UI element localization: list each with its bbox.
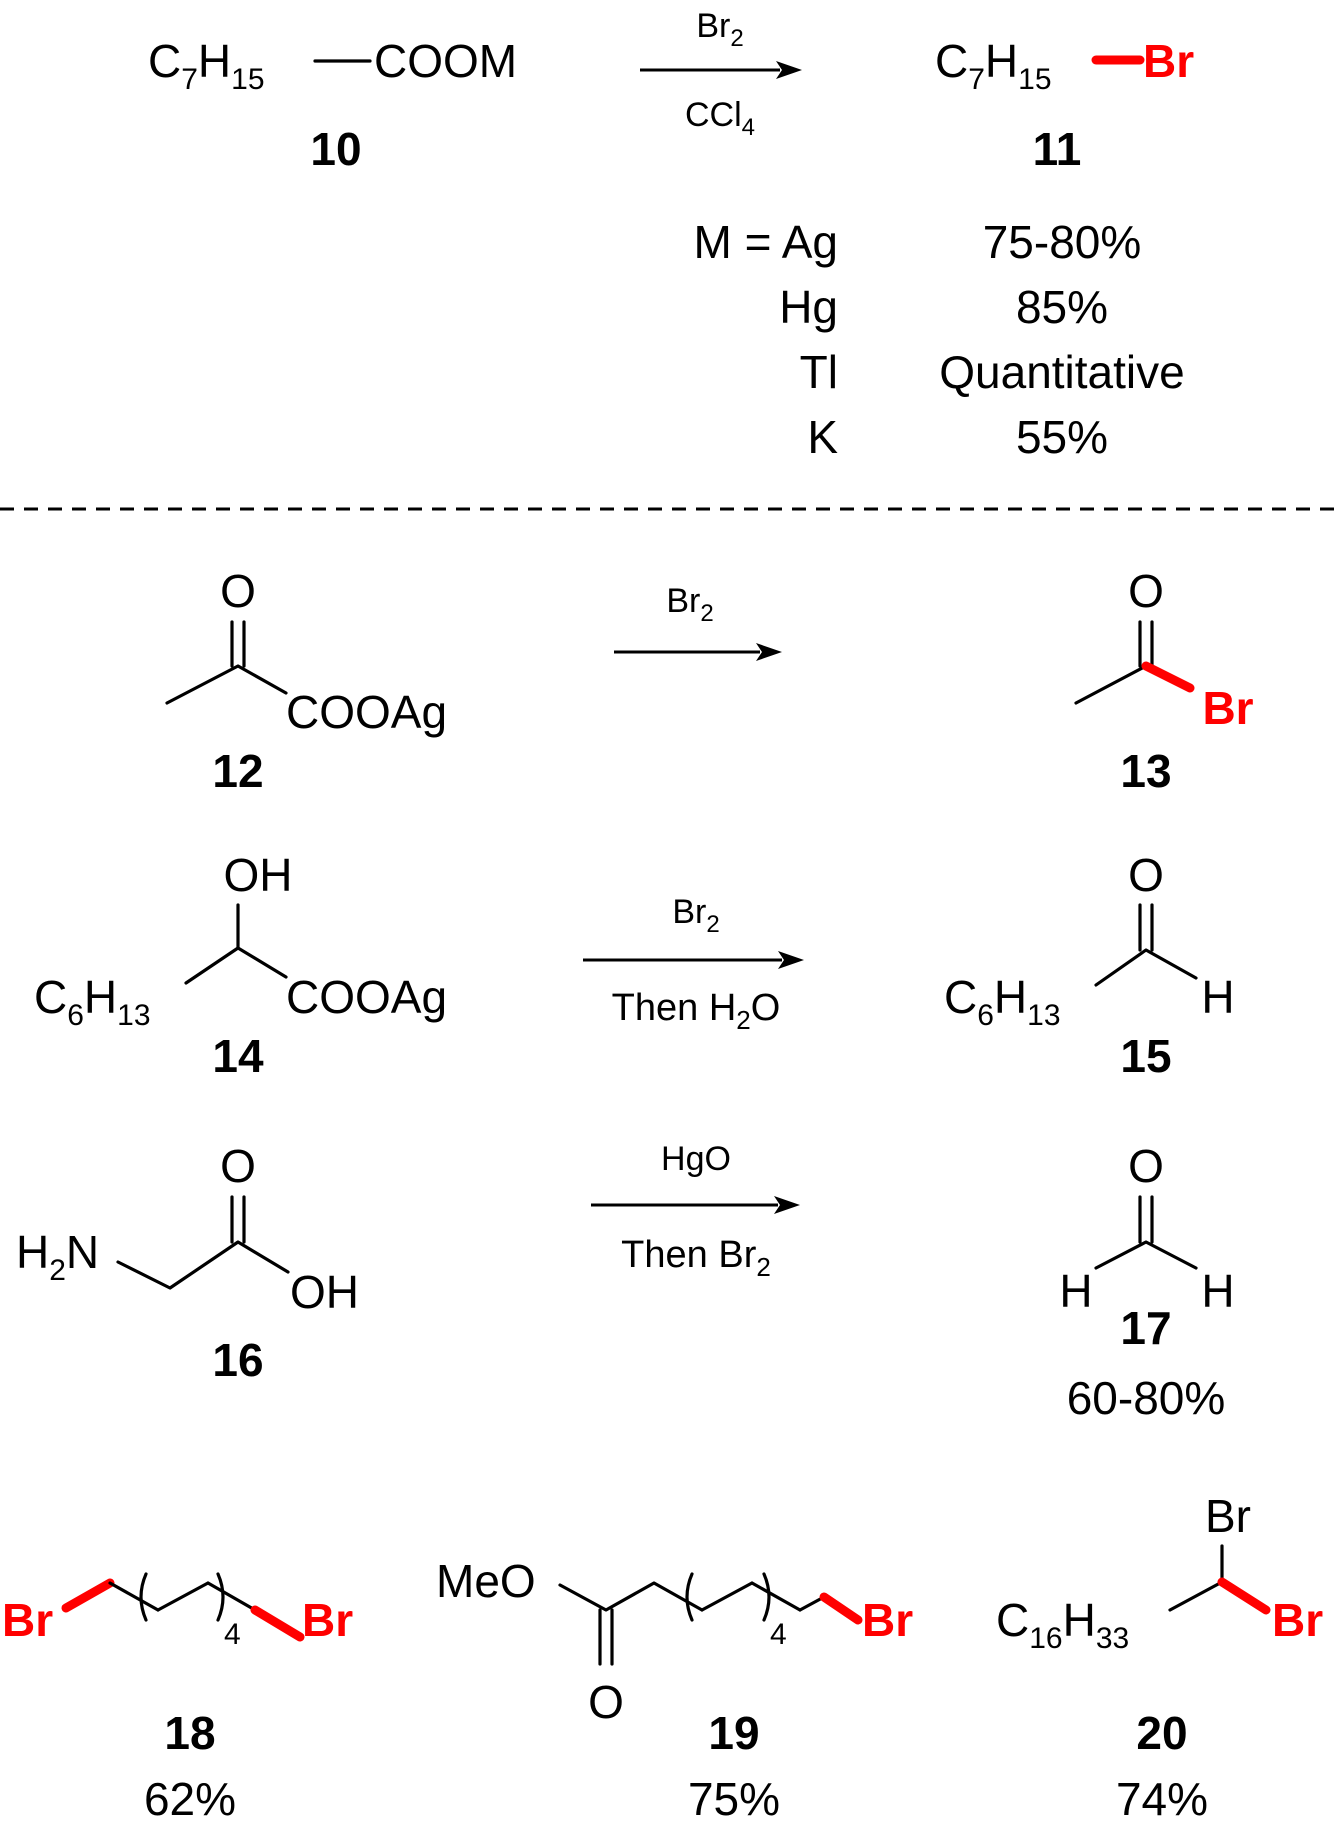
compound-17-label: 17 bbox=[1120, 1302, 1171, 1354]
yield-row-value: 85% bbox=[1016, 281, 1108, 333]
compound-16-hydroxyl: OH bbox=[290, 1266, 359, 1318]
compound-13-bromine: Br bbox=[1202, 682, 1253, 734]
yield-row-value: Quantitative bbox=[939, 346, 1184, 398]
compound-18-bromine-right: Br bbox=[302, 1594, 353, 1646]
compound-12-skeleton bbox=[165, 664, 288, 705]
compound-20-bromine-top: Br bbox=[1205, 1490, 1251, 1542]
yield-row-metal: M = Ag bbox=[694, 216, 838, 268]
compound-18-repeat-bracket-right bbox=[216, 1572, 225, 1622]
compound-19-methoxy: MeO bbox=[436, 1555, 536, 1607]
reaction-3-reagent: Br2 bbox=[672, 893, 719, 938]
yield-row-metal: Tl bbox=[800, 346, 838, 398]
compound-19-repeat-bracket-right bbox=[762, 1572, 771, 1622]
compound-18-bromine-left: Br bbox=[2, 1594, 53, 1646]
reaction-1: C7H15 COOM 10 Br2 CCl4 C7H15 Br 11 bbox=[148, 7, 1194, 175]
compound-18-bond bbox=[108, 1581, 160, 1612]
compound-18-repeat-bracket-left bbox=[139, 1572, 148, 1622]
compound-19-bond bbox=[750, 1581, 802, 1612]
compound-19-carbonyl-oxygen: O bbox=[588, 1676, 624, 1728]
reaction-3: OH C6H13 COOAg 14 Br2 Then H2O O C6H13 H… bbox=[34, 849, 1235, 1082]
compound-19-bromine: Br bbox=[862, 1594, 913, 1646]
compound-16-carbonyl-oxygen: O bbox=[220, 1140, 256, 1192]
compound-14-group: COOAg bbox=[286, 971, 447, 1023]
reaction-3-conditions: Then H2O bbox=[612, 987, 781, 1035]
compound-18-yield: 62% bbox=[144, 1773, 236, 1823]
compound-18-cbr-bond-right bbox=[250, 1605, 305, 1642]
compound-18-repeat-count: 4 bbox=[224, 1618, 241, 1651]
compound-16-label: 16 bbox=[212, 1334, 263, 1386]
compound-13-oxygen: O bbox=[1128, 565, 1164, 617]
compound-13-cbr-bond bbox=[1141, 661, 1195, 693]
yield-row-value: 55% bbox=[1016, 411, 1108, 463]
compound-17-hydrogen-left: H bbox=[1059, 1265, 1092, 1317]
compound-20-cbr-bond-right bbox=[1217, 1577, 1271, 1615]
compound-15-hydrogen: H bbox=[1201, 971, 1234, 1023]
reaction-2: O COOAg 12 Br2 O Br 13 bbox=[165, 565, 1254, 797]
compound-19-yield: 75% bbox=[688, 1773, 780, 1823]
compound-19-repeat-count: 4 bbox=[770, 1618, 787, 1651]
compound-19: MeO O 4 Br 19 75% bbox=[436, 1555, 913, 1823]
compound-11-formula: C7H15 bbox=[935, 35, 1052, 96]
compound-14-hydroxyl: OH bbox=[224, 849, 293, 901]
compound-19-bond bbox=[798, 1595, 826, 1612]
compound-17-yield: 60-80% bbox=[1067, 1372, 1226, 1424]
yield-row-metal: K bbox=[807, 411, 838, 463]
reaction-1-solvent: CCl4 bbox=[685, 96, 755, 141]
compound-10-label: 10 bbox=[310, 123, 361, 175]
compound-16-amine: H2N bbox=[16, 1226, 99, 1287]
reaction-4: O H2N OH 16 HgO Then Br2 O H H 17 60-80% bbox=[16, 1140, 1235, 1424]
compound-20-alkyl: C16H33 bbox=[996, 1594, 1129, 1655]
compound-14-alkyl: C6H13 bbox=[34, 971, 151, 1032]
compound-17-skeleton bbox=[1094, 1240, 1198, 1270]
reaction-4-arrowhead bbox=[774, 1196, 800, 1214]
reaction-1-arrowhead bbox=[776, 61, 802, 79]
compound-19-cbr-bond bbox=[819, 1592, 863, 1625]
compound-11-bromine: Br bbox=[1143, 35, 1194, 87]
compound-15-label: 15 bbox=[1120, 1030, 1171, 1082]
compound-20: Br C16H33 Br 20 74% bbox=[996, 1490, 1323, 1823]
reaction-4-conditions: Then Br2 bbox=[621, 1234, 771, 1282]
compound-10-group: COOM bbox=[374, 35, 517, 87]
compound-13-skeleton bbox=[1074, 664, 1148, 705]
compound-16-skeleton bbox=[116, 1240, 290, 1290]
reaction-2-reagent: Br2 bbox=[666, 582, 713, 627]
reaction-4-reagent: HgO bbox=[661, 1140, 731, 1178]
compound-19-repeat-bracket-left bbox=[685, 1572, 694, 1622]
compound-18-label: 18 bbox=[164, 1707, 215, 1759]
compound-12-oxygen: O bbox=[220, 565, 256, 617]
reaction-1-reagent: Br2 bbox=[696, 7, 743, 52]
compound-20-bond bbox=[1168, 1580, 1224, 1612]
compound-12-label: 12 bbox=[212, 745, 263, 797]
compound-15-skeleton bbox=[1094, 948, 1198, 987]
reaction-3-arrowhead bbox=[778, 951, 804, 969]
compound-20-label: 20 bbox=[1136, 1707, 1187, 1759]
compound-17-oxygen: O bbox=[1128, 1140, 1164, 1192]
compound-18: Br 4 Br 18 62% bbox=[2, 1572, 353, 1823]
compound-15-oxygen: O bbox=[1128, 849, 1164, 901]
yield-row-value: 75-80% bbox=[983, 216, 1142, 268]
compound-17-hydrogen-right: H bbox=[1201, 1265, 1234, 1317]
compound-20-yield: 74% bbox=[1116, 1773, 1208, 1823]
compound-14-label: 14 bbox=[212, 1030, 264, 1082]
yield-row-metal: Hg bbox=[779, 281, 838, 333]
compound-18-bond bbox=[206, 1581, 257, 1612]
compound-19-bond bbox=[700, 1581, 754, 1612]
compound-13-label: 13 bbox=[1120, 745, 1171, 797]
compound-19-ester-bond bbox=[558, 1581, 704, 1612]
compound-12-group: COOAg bbox=[286, 686, 447, 738]
compound-18-bond bbox=[156, 1581, 210, 1612]
compound-10-formula: C7H15 bbox=[148, 35, 265, 96]
compound-11-label: 11 bbox=[1033, 123, 1082, 175]
reaction-2-arrowhead bbox=[756, 643, 782, 661]
compound-18-cbr-bond-left bbox=[61, 1578, 115, 1613]
compound-19-label: 19 bbox=[708, 1707, 759, 1759]
yield-table: M = Ag 75-80% Hg 85% Tl Quantitative K 5… bbox=[694, 216, 1185, 463]
compound-14-skeleton bbox=[184, 946, 288, 985]
compound-20-bromine-right: Br bbox=[1272, 1594, 1323, 1646]
compound-15-alkyl: C6H13 bbox=[944, 971, 1061, 1032]
